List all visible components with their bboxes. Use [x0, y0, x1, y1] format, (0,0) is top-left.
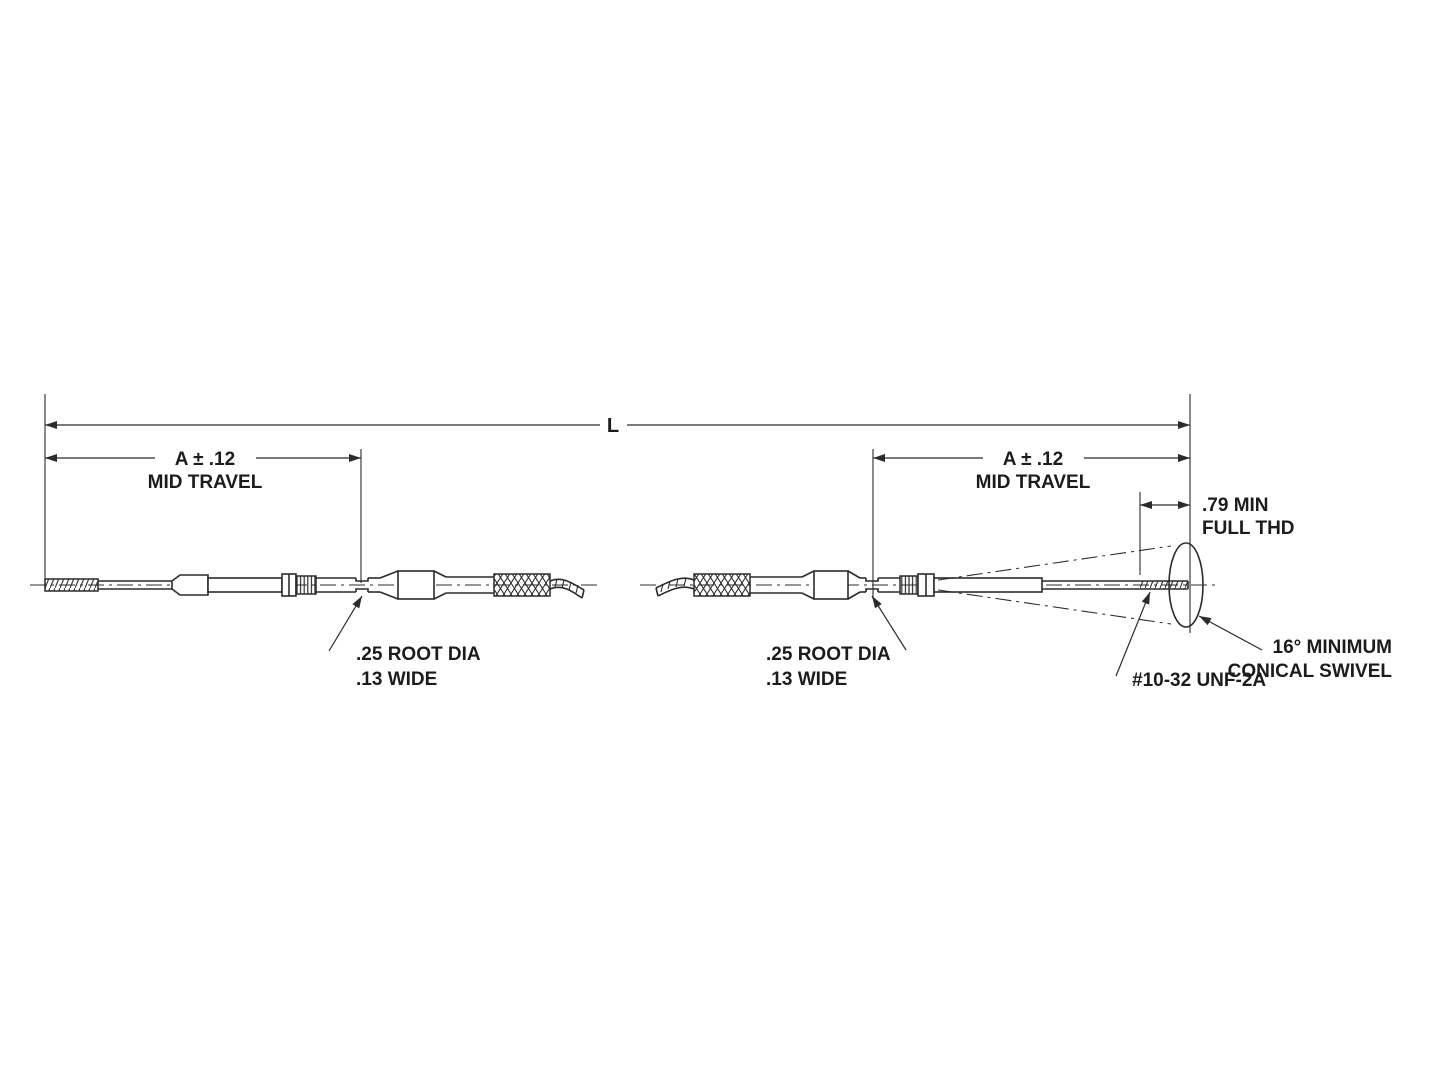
right-root-width-label: .13 WIDE — [766, 669, 847, 690]
overall-length-label: L — [607, 415, 619, 437]
left-thread-section — [295, 575, 317, 595]
leader-conical-swivel — [1198, 615, 1263, 651]
leader-left-root-groove — [328, 595, 363, 652]
swivel-ellipse — [1168, 542, 1204, 628]
left-root-groove-bottom — [355, 588, 369, 592]
left-root-dia-label: .25 ROOT DIA — [356, 644, 481, 665]
full-thread-caption: FULL THD — [1202, 518, 1295, 539]
left-tail-tick3 — [568, 581, 572, 591]
left-swage-ferrule — [171, 574, 209, 596]
right-mid-travel-caption: MID TRAVEL — [976, 472, 1091, 493]
left-tail-tick1 — [554, 578, 558, 588]
extension-lines — [44, 394, 1191, 633]
right-tail-tick4 — [660, 583, 664, 593]
right-root-dia-label: .25 ROOT DIA — [766, 644, 891, 665]
dimension-left-mid-travel: A ± .12 MID TRAVEL — [45, 449, 361, 493]
callout-labels: .25 ROOT DIA .13 WIDE .25 ROOT DIA .13 W… — [356, 637, 1392, 691]
left-taper2-top — [433, 570, 447, 578]
left-root-groove-top — [355, 578, 369, 582]
right-threaded-end — [1140, 581, 1188, 589]
dimension-overall-length: L — [45, 415, 1190, 437]
full-thread-value: .79 MIN — [1202, 495, 1269, 516]
thread-spec-label: #10-32 UNF-2A — [1132, 670, 1266, 691]
left-tail-bottom — [549, 586, 583, 599]
right-tail-bottom — [657, 586, 695, 597]
left-taper-bottom — [379, 591, 399, 600]
right-taper2-top — [847, 570, 861, 579]
left-tail-cap — [581, 589, 585, 599]
leader-right-root-groove — [871, 595, 907, 651]
left-tail-tick4 — [575, 584, 579, 594]
left-threaded-end — [44, 578, 99, 592]
right-flexible-tail — [655, 577, 695, 597]
right-bullet-body — [813, 570, 849, 600]
left-taper-top — [379, 570, 399, 579]
leader-lines — [328, 591, 1263, 677]
right-tail-tick1 — [683, 577, 687, 587]
leader-thread-spec — [1115, 591, 1151, 677]
cable-left-view — [44, 570, 585, 600]
right-taper-top — [801, 570, 815, 578]
right-tail-tick2 — [675, 578, 679, 588]
swivel-caption-label: CONICAL SWIVEL — [1228, 661, 1393, 682]
right-root-groove-bottom — [865, 588, 879, 592]
left-root-width-label: .13 WIDE — [356, 669, 437, 690]
left-bullet-body — [397, 570, 435, 600]
right-taper-bottom — [801, 592, 815, 600]
right-braided-section — [693, 573, 751, 597]
conical-swivel-cone — [937, 542, 1204, 628]
swivel-angle-label: 16° MINIMUM — [1273, 637, 1393, 658]
left-mid-travel-value: A ± .12 — [175, 449, 235, 470]
dimension-right-mid-travel: A ± .12 MID TRAVEL — [873, 449, 1190, 493]
cone-lower-line — [937, 589, 1172, 625]
left-tail-tick2 — [561, 579, 565, 589]
right-tail-cap — [655, 587, 659, 597]
right-tail-tick3 — [667, 580, 671, 590]
left-mid-travel-caption: MID TRAVEL — [148, 472, 263, 493]
left-taper2-bottom — [433, 592, 447, 600]
right-taper2-bottom — [847, 591, 861, 600]
right-mid-travel-value: A ± .12 — [1003, 449, 1063, 470]
left-braided-section — [493, 573, 551, 597]
left-tail-top — [549, 578, 585, 591]
cable-right-view — [655, 570, 1189, 600]
right-tube — [933, 577, 1043, 593]
right-root-groove-top — [865, 578, 879, 582]
right-thread-section — [899, 575, 919, 595]
dimension-full-thread: .79 MIN FULL THD — [1140, 495, 1295, 539]
cone-upper-line — [937, 545, 1172, 581]
left-tube — [207, 577, 283, 593]
left-flexible-tail — [549, 578, 585, 599]
right-tail-top — [655, 577, 695, 589]
